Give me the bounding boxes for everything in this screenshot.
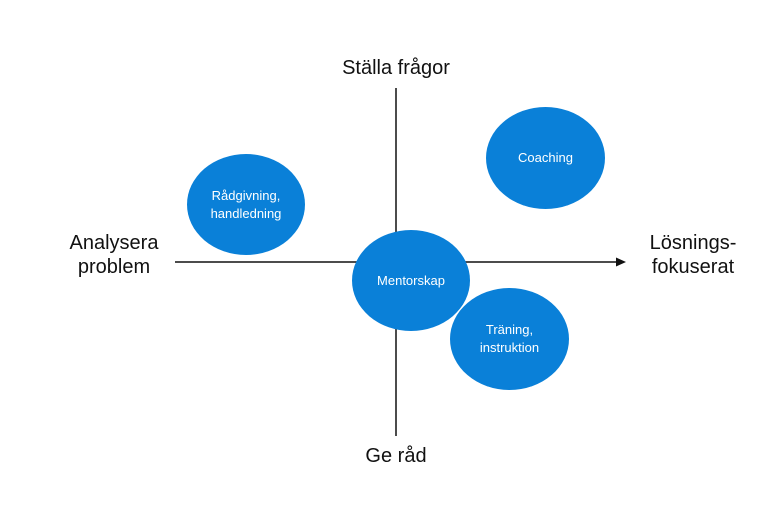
axis-label-left: Analysera problem: [40, 231, 188, 279]
bubble-traning-line-1: Träning,: [485, 322, 534, 337]
bubble-traning-line-2: instruktion: [479, 340, 540, 355]
bubble-coaching-label: Coaching: [518, 150, 573, 165]
bubble-radgivning: Rådgivning, handledning: [187, 154, 305, 255]
axis-label-bottom: Ge råd: [365, 445, 427, 467]
horizontal-axis-arrowhead: [616, 257, 626, 267]
axis-label-right-line-1: Lösnings-: [649, 232, 737, 254]
axis-label-right: Lösnings- fokuserat: [618, 231, 768, 279]
bubble-traning: Träning, instruktion: [450, 288, 569, 390]
bubble-mentorskap-label: Mentorskap: [377, 272, 445, 288]
axis-label-right-line-2: fokuserat: [651, 256, 735, 278]
axis-label-top: Ställa frågor: [342, 57, 450, 79]
bubble-radgivning-line-2: handledning: [210, 205, 282, 221]
bubble-coaching: Coaching: [486, 107, 605, 209]
axis-label-left-line-2: problem: [77, 256, 151, 278]
bubble-mentorskap: Mentorskap: [352, 230, 470, 331]
bubble-radgivning-line-1: Rådgivning,: [211, 187, 281, 203]
axis-label-left-line-1: Analysera: [69, 232, 159, 254]
